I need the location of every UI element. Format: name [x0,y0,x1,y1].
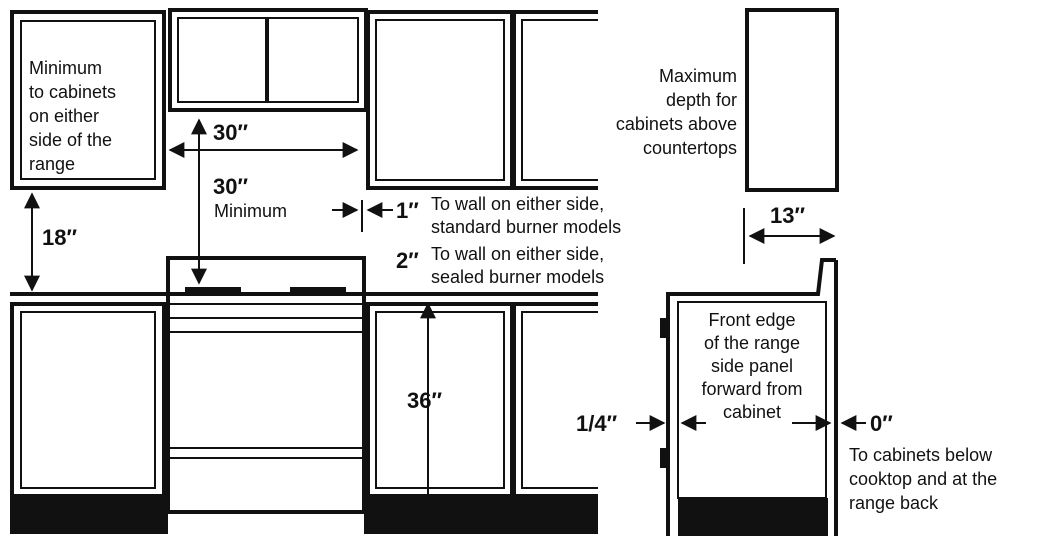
front-edge-line4: forward from [701,379,802,399]
max-depth-line2: depth for [666,90,737,110]
min-cabinets-line1: Minimum [29,58,102,78]
front-edge-line1: Front edge [708,310,795,330]
wall-sealed-line1: To wall on either side, [431,244,604,264]
dim-36: 36″ [407,388,442,413]
max-depth-line1: Maximum [659,66,737,86]
label-front-edge: Front edge of the range side panel forwa… [701,310,802,422]
dim-30-width: 30″ [213,120,248,145]
upper-left-cabinet [10,10,166,190]
wall-standard-line2: standard burner models [431,217,621,237]
side-upper-cabinet [745,8,839,192]
lower-left-cabinet [10,302,166,498]
max-depth-line3: cabinets above [616,114,737,134]
min-cabinets-line2: to cabinets [29,82,116,102]
minimum-label: Minimum [214,201,287,221]
front-edge-line2: of the range [704,333,800,353]
dim-13: 13″ [770,203,805,228]
label-max-depth: Maximum depth for cabinets above counter… [616,66,737,158]
lower-right-cabinet-2 [512,302,598,498]
range-body [166,256,366,514]
front-edge-line5: cabinet [723,402,781,422]
wall-standard-line1: To wall on either side, [431,194,604,214]
dim-quarter: 1/4″ [576,411,618,436]
below-line1: To cabinets below [849,445,993,465]
min-cabinets-line4: side of the [29,130,112,150]
min-cabinets-line5: range [29,154,75,174]
toe-kick [10,496,598,534]
upper-hood-cabinet [168,8,368,112]
dim-0: 0″ [870,411,893,436]
label-below-cooktop: To cabinets below cooktop and at the ran… [849,445,997,513]
front-edge-line3: side panel [711,356,793,376]
dimension-arrow-1 [332,200,393,232]
below-line3: range back [849,493,939,513]
dim-30-height: 30″ [213,174,248,199]
dim-2: 2″ [396,248,419,273]
side-range [660,258,838,536]
upper-right-cabinet-2 [512,10,598,190]
upper-right-cabinet-1 [366,10,514,190]
max-depth-line4: countertops [643,138,737,158]
dim-1: 1″ [396,198,419,223]
min-cabinets-line3: on either [29,106,99,126]
wall-sealed-line2: sealed burner models [431,267,604,287]
below-line2: cooktop and at the [849,469,997,489]
label-min-cabinets: Minimum to cabinets on either side of th… [29,58,116,174]
dim-18: 18″ [42,225,77,250]
